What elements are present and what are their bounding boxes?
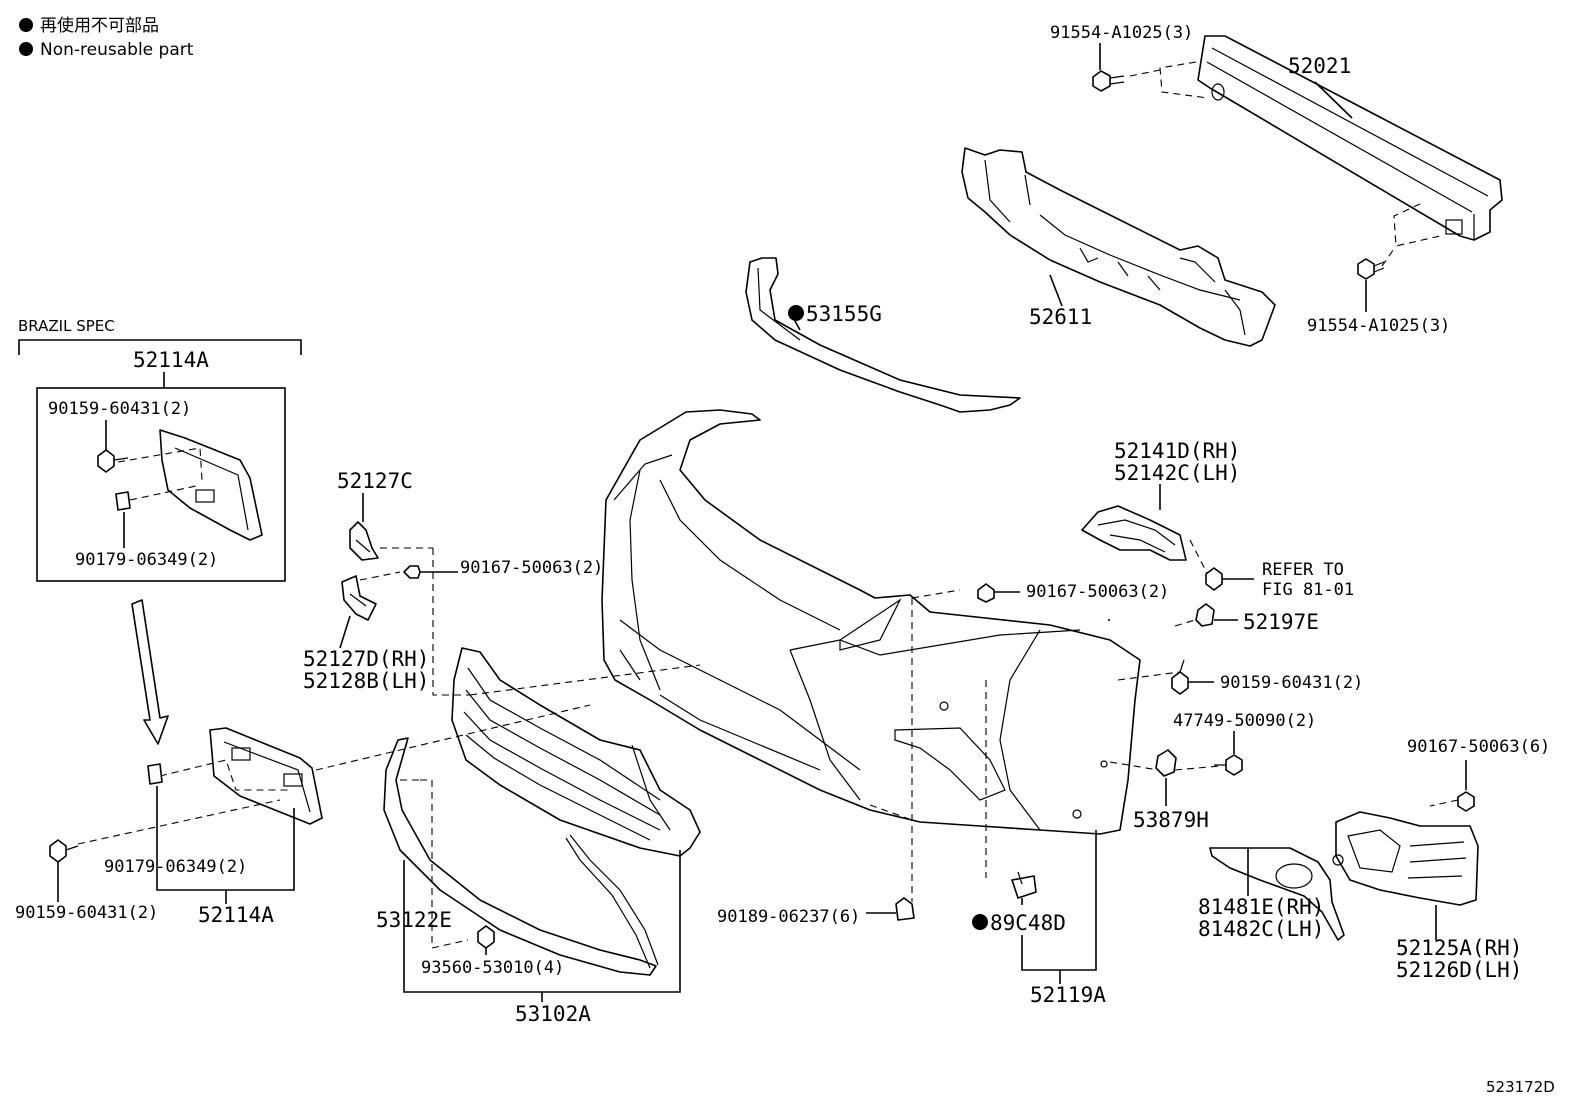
bolt-icon [1171, 659, 1214, 695]
group-bracket-52119a [1021, 830, 1097, 971]
fog-lamp-bezel-81481e [1209, 847, 1345, 941]
bolt-icon [477, 925, 495, 955]
bolt-icon [1457, 791, 1475, 812]
clip-icon [1155, 749, 1177, 777]
bolt-icon [1357, 258, 1385, 280]
clip-icon [866, 897, 915, 921]
label-90189: 90189-06237(6) [717, 907, 860, 927]
bumper-reinforcement-52021 [1129, 35, 1503, 267]
label-52125a: 52125A(RH) [1396, 936, 1522, 960]
label-52021: 52021 [1288, 54, 1351, 78]
label-52128b: 52128B(LH) [303, 669, 429, 693]
leader-line [1189, 539, 1209, 576]
fog-lamp-cover-52125a [1332, 811, 1479, 906]
label-90179-low: 90179-06349(2) [104, 857, 247, 877]
brazil-spec-label: BRAZIL SPEC [18, 317, 115, 335]
label-52127c: 52127C [337, 469, 413, 493]
label-93560: 93560-53010(4) [421, 958, 564, 978]
bolt-icon [1214, 754, 1243, 776]
bolt-icon [1092, 70, 1125, 92]
label-91554-top: 91554-A1025(3) [1050, 23, 1193, 43]
bracket-52127d [341, 575, 377, 621]
non-reusable-marker-icon [19, 18, 33, 32]
radiator-grille-53122e [451, 647, 701, 857]
leader-line [359, 571, 401, 581]
nut-icon [147, 763, 163, 785]
license-plate-bracket-52114a-lower [209, 727, 323, 825]
label-90167-left: 90167-50063(2) [460, 558, 603, 578]
legend: 再使用不可部品 Non-reusable part [19, 15, 194, 60]
leader-line [77, 799, 281, 845]
grille-molding-53102a [383, 737, 659, 976]
arrow-down-icon [131, 599, 169, 745]
leader-line [339, 615, 351, 649]
absorber-strip-53155g [745, 257, 1021, 413]
legend-japanese: 再使用不可部品 [40, 15, 159, 36]
brazil-spec-bracket [18, 339, 302, 355]
leader-line [1174, 765, 1221, 771]
clip-icon [1195, 603, 1238, 627]
legend-english: Non-reusable part [40, 40, 194, 60]
clip-icon [403, 565, 458, 579]
nut-icon [115, 491, 131, 511]
label-89c48d: 89C48D [990, 911, 1066, 935]
label-90179-box: 90179-06349(2) [75, 550, 218, 570]
label-47749: 47749-50090(2) [1173, 711, 1316, 731]
energy-absorber-52611 [961, 147, 1276, 347]
label-53879h: 53879H [1133, 808, 1209, 832]
bolt-icon [49, 839, 79, 863]
figure-code: 523172D [1486, 1078, 1555, 1096]
leader-line [432, 548, 470, 696]
label-81482c: 81482C(LH) [1198, 917, 1324, 941]
label-53102a: 53102A [515, 1002, 591, 1026]
leader-line [911, 589, 961, 599]
bracket-52127c [349, 521, 379, 561]
label-90167-right: 90167-50063(6) [1407, 737, 1550, 757]
label-90159-box: 90159-60431(2) [48, 399, 191, 419]
label-refer-to: REFER TO [1262, 560, 1344, 580]
bolt-icon [1205, 567, 1254, 591]
label-refer-fig: FIG 81-01 [1262, 580, 1354, 600]
clip-icon [977, 583, 1020, 603]
leader-line [1174, 619, 1196, 627]
label-52126d: 52126D(LH) [1396, 958, 1522, 982]
leader-line [1109, 761, 1159, 771]
side-bracket-52141d [1081, 505, 1187, 561]
label-52611: 52611 [1029, 305, 1092, 329]
sensor-bracket-89c48d [1011, 871, 1037, 899]
non-reusable-marker-icon [788, 305, 804, 321]
label-52114a-top: 52114A [133, 348, 209, 372]
leader-line [1049, 274, 1063, 307]
label-53122e: 53122E [376, 908, 452, 932]
leader-line [869, 804, 913, 821]
label-81481e: 81481E(RH) [1198, 895, 1324, 919]
leader-line [159, 759, 290, 791]
label-52142c: 52142C(LH) [1114, 461, 1240, 485]
leader-line [469, 664, 701, 696]
leader-line [1117, 671, 1181, 681]
leader-line [315, 704, 591, 771]
label-52114a-low: 52114A [198, 903, 274, 927]
label-52197e: 52197E [1243, 610, 1319, 634]
label-52119a: 52119A [1030, 983, 1106, 1007]
leader-line [1314, 81, 1353, 119]
label-52127d: 52127D(RH) [303, 647, 429, 671]
license-plate-bracket-52114a [159, 429, 263, 541]
leader-line [117, 447, 203, 481]
label-90167-mid: 90167-50063(2) [1026, 582, 1169, 602]
label-52141d: 52141D(RH) [1114, 439, 1240, 463]
label-90159-right: 90159-60431(2) [1220, 673, 1363, 693]
label-53155g: 53155G [806, 302, 882, 326]
non-reusable-marker-icon [972, 914, 988, 930]
leader-line [420, 779, 469, 949]
label-91554-right: 91554-A1025(3) [1307, 316, 1450, 336]
bumper-cover-52119a [601, 409, 1141, 835]
brazil-spec-box [36, 387, 286, 582]
leader-line [1429, 799, 1459, 807]
non-reusable-marker-icon [19, 42, 33, 56]
label-90159-low: 90159-60431(2) [15, 903, 158, 923]
